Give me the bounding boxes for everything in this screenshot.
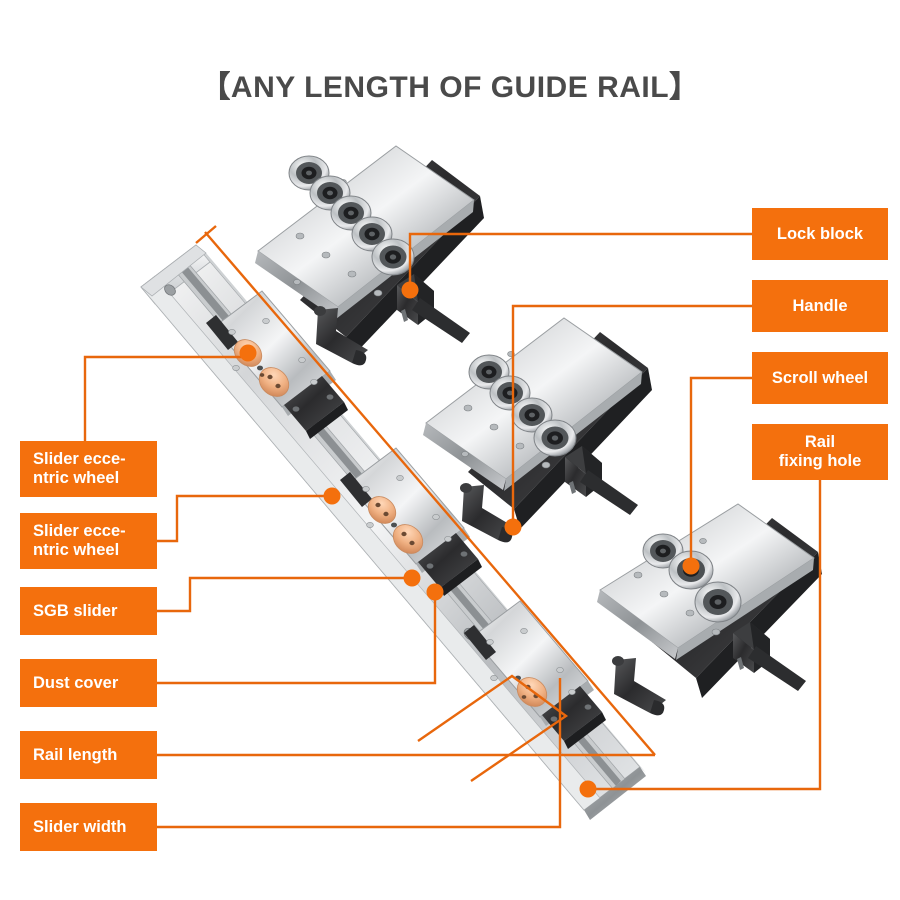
dust-cover-block xyxy=(418,533,478,588)
sgb-slider-1 xyxy=(206,290,348,439)
dot-handle xyxy=(504,518,522,536)
scroll-wheel-group-middle xyxy=(468,354,577,457)
handle-bottom xyxy=(612,656,666,716)
leader-handle xyxy=(511,304,752,527)
callout-label-sgb-slider[interactable]: SGB slider xyxy=(20,587,157,635)
callout-label-slider-eccentric-wheel-1[interactable]: Slider ecce- ntric wheel xyxy=(20,441,157,497)
dot-scroll-wheel xyxy=(682,557,700,575)
callout-label-rail-fixing-hole[interactable]: Rail fixing hole xyxy=(752,424,888,480)
dot-sgb-slider xyxy=(403,569,421,587)
leader-slider-eccentric-wheel-2 xyxy=(157,494,332,543)
callout-label-rail-length[interactable]: Rail length xyxy=(20,731,157,779)
bottom-block-assembly xyxy=(597,503,822,716)
scroll-wheel-group-bottom xyxy=(642,533,742,623)
handle-top xyxy=(314,306,368,366)
callout-label-dust-cover[interactable]: Dust cover xyxy=(20,659,157,707)
leader-slider-width xyxy=(157,678,562,829)
dimension-lines xyxy=(195,225,656,782)
dot-lock-block xyxy=(401,281,419,299)
callout-label-lock-block[interactable]: Lock block xyxy=(752,208,888,260)
callout-label-scroll-wheel[interactable]: Scroll wheel xyxy=(752,352,888,404)
dot-rail-fixing-hole xyxy=(579,780,597,798)
main-rail-assembly xyxy=(140,244,646,820)
leader-lock-block xyxy=(408,232,752,290)
leader-dust-cover xyxy=(157,592,437,685)
leader-rail-fixing-hole xyxy=(588,480,822,791)
leader-lines xyxy=(83,232,822,829)
rail-length-tick xyxy=(195,225,217,244)
dot-slider-eccentric-wheel-2 xyxy=(323,487,341,505)
page-title: 【ANY LENGTH OF GUIDE RAIL】 xyxy=(200,71,700,104)
callout-label-slider-eccentric-wheel-2[interactable]: Slider ecce- ntric wheel xyxy=(20,513,157,569)
dot-dust-cover xyxy=(426,583,444,601)
leader-sgb-slider xyxy=(157,576,412,613)
leader-slider-eccentric-wheel-1 xyxy=(83,355,248,441)
rail-length-dimension xyxy=(204,231,656,756)
leader-scroll-wheel xyxy=(689,376,752,566)
eccentric-wheel-holes-2 xyxy=(367,496,424,554)
scroll-wheel-group-top xyxy=(288,155,415,276)
sgb-slider-2 xyxy=(340,447,482,596)
leader-dots xyxy=(239,281,700,798)
top-block-assembly xyxy=(255,145,484,366)
callout-label-handle[interactable]: Handle xyxy=(752,280,888,332)
slider-width-bracket xyxy=(417,674,569,782)
dot-slider-eccentric-wheel-1 xyxy=(239,344,257,362)
callout-label-slider-width[interactable]: Slider width xyxy=(20,803,157,851)
middle-block-assembly xyxy=(423,317,652,543)
